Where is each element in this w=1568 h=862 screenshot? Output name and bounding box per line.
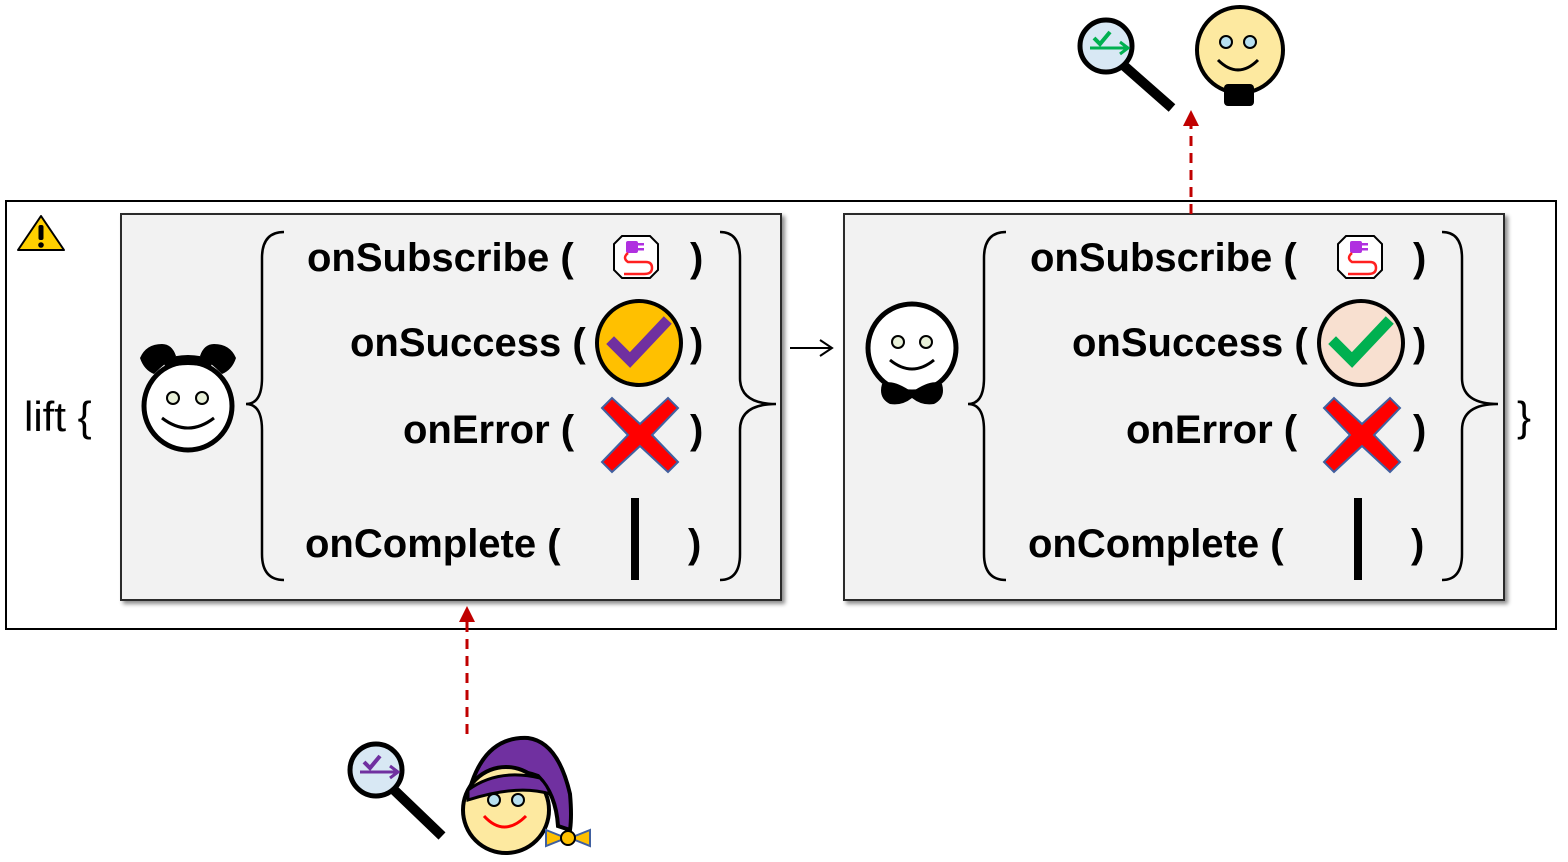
error-x-icon xyxy=(600,396,680,474)
right-onsubscribe-close: ) xyxy=(1413,236,1427,280)
success-check-icon xyxy=(595,299,683,387)
dashed-arrow-up-icon xyxy=(1183,110,1199,214)
complete-bar-icon xyxy=(631,498,639,580)
right-onsuccess-label: onSuccess ( xyxy=(1072,321,1308,365)
right-onsuccess-close: ) xyxy=(1413,321,1427,365)
magnifier-icon xyxy=(347,741,446,840)
warning-icon xyxy=(17,215,65,251)
success-check-icon xyxy=(1317,299,1405,387)
left-onsuccess-close: ) xyxy=(690,321,704,365)
complete-bar-icon xyxy=(1354,498,1362,580)
smiley-face-icon xyxy=(1195,5,1285,106)
lift-closing-brace: } xyxy=(1517,393,1532,440)
operator-face-icon xyxy=(865,301,959,405)
left-oncomplete-close: ) xyxy=(688,522,702,566)
dashed-arrow-up-icon xyxy=(459,606,475,734)
subscribe-plug-icon xyxy=(1337,235,1383,279)
lift-label: lift { xyxy=(24,393,92,440)
arrow-icon xyxy=(790,339,834,357)
right-onerror-label: onError ( xyxy=(1126,408,1298,452)
right-oncomplete-close: ) xyxy=(1411,522,1425,566)
wizard-icon xyxy=(461,735,591,855)
subscriber-face-icon xyxy=(140,344,236,453)
right-open-brace xyxy=(967,230,1007,582)
left-onerror-close: ) xyxy=(690,408,704,452)
right-oncomplete-label: onComplete ( xyxy=(1028,522,1284,566)
left-open-brace xyxy=(245,230,285,582)
magnifier-icon xyxy=(1077,17,1176,112)
right-onsubscribe-label: onSubscribe ( xyxy=(1030,236,1297,280)
right-onerror-close: ) xyxy=(1413,408,1427,452)
left-onsubscribe-label: onSubscribe ( xyxy=(307,236,574,280)
left-oncomplete-label: onComplete ( xyxy=(305,522,561,566)
left-close-brace xyxy=(719,230,777,582)
right-close-brace xyxy=(1441,230,1499,582)
left-onsubscribe-close: ) xyxy=(690,236,704,280)
subscribe-plug-icon xyxy=(613,235,659,279)
error-x-icon xyxy=(1322,396,1402,474)
left-onsuccess-label: onSuccess ( xyxy=(350,321,586,365)
left-onerror-label: onError ( xyxy=(403,408,575,452)
